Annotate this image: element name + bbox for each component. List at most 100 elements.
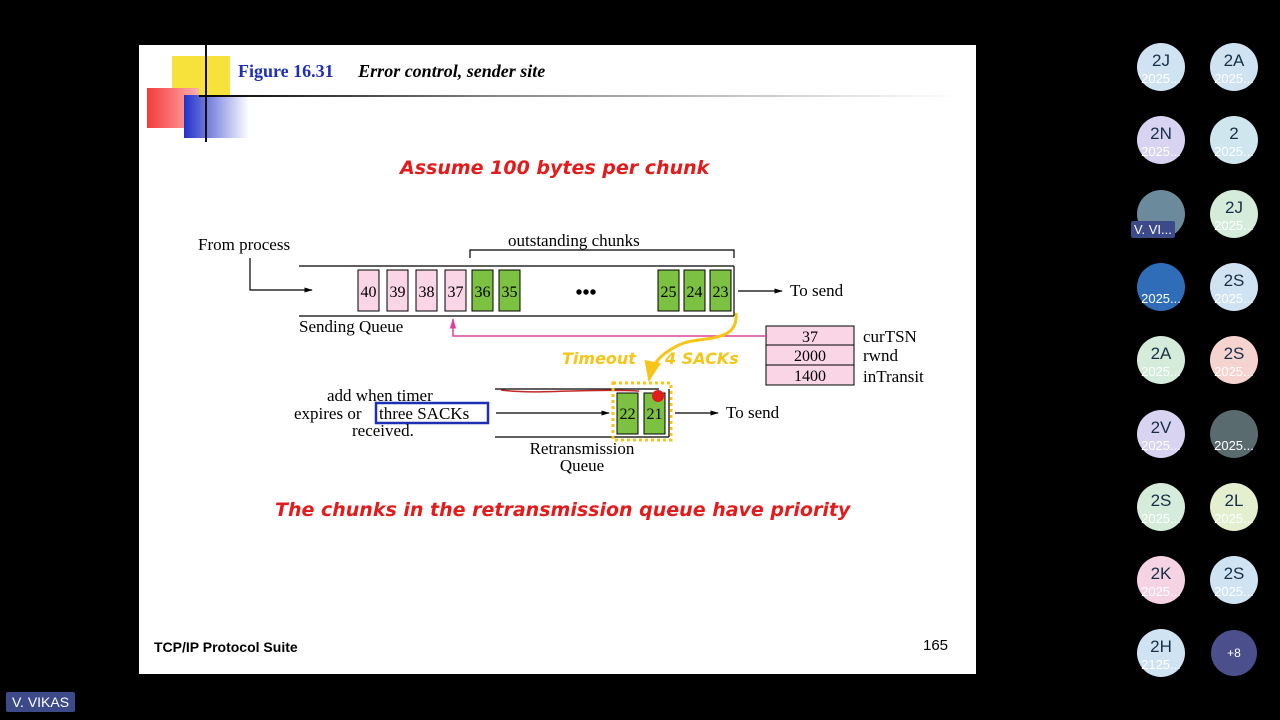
chunk-35-label: 35 [502,284,518,301]
participant-name: 2025... [1214,584,1254,599]
rwnd-name: rwnd [863,346,898,365]
participant-tile[interactable]: 2025... [1137,263,1185,311]
chunks-ellipsis: ••• [575,282,596,304]
footer-title: TCP/IP Protocol Suite [154,639,298,655]
to-send-bottom-label: To send [726,403,780,422]
participant-initials: 2H [1150,637,1172,656]
chunk-23-label: 23 [713,284,729,301]
participant-tile[interactable]: 2025... [1210,410,1258,458]
add-when-line2: expires or [294,404,362,423]
curtsn-name: curTSN [863,327,917,346]
participant-name: 2025... [1214,218,1254,233]
presentation-slide: Figure 16.31 Error control, sender site … [139,45,976,674]
retrans-queue-label-1: Retransmission [530,439,635,458]
participant-name: 2025... [1141,438,1181,453]
from-process-label: From process [198,235,290,254]
timeout-label: Timeout [562,349,636,368]
participant-initials: 2J [1152,51,1170,70]
participant-initials: 2K [1150,564,1172,583]
chunk-38-label: 38 [419,284,435,301]
sending-queue-label: Sending Queue [299,317,403,336]
chunk-35 [498,269,521,312]
outstanding-chunks-right: 25 24 23 [657,269,732,312]
participant-initials: 2S [1223,344,1245,363]
participant-name: 2025... [1141,364,1181,379]
participant-name: 2025... [1141,291,1181,306]
retransmit-curve [644,312,738,383]
participant-initials: 2S [1150,491,1172,510]
participant-name: 2025... [1214,291,1254,306]
curtsn-pointer-arrow [449,317,766,337]
more-participants-button[interactable]: +8 [1211,630,1257,676]
chunk-36-label: 36 [475,284,491,301]
participant-name: 2025... [1141,71,1181,86]
chunk-38 [415,269,438,312]
chunk-24-label: 24 [687,284,703,301]
participant-initials: 2V [1150,418,1172,437]
participant-name: 2025... [1141,511,1181,526]
add-when-line3: received. [352,421,414,440]
to-send-top-label: To send [790,281,844,300]
intransit-value: 1400 [794,368,826,385]
priority-note: The chunks in the retransmission queue h… [275,499,851,521]
participant-name: 2025... [1141,584,1181,599]
chunk-25 [657,269,680,312]
chunk-37 [444,269,467,312]
outstanding-bracket [469,249,735,258]
participant-name: 2025... [1214,144,1254,159]
active-speaker-label: V. VIKAS [6,692,76,712]
figure-number: Figure 16.31 [238,61,334,81]
add-when-line1: add when timer [327,386,433,405]
from-process-arrow [249,258,313,293]
chunk-39 [386,269,409,312]
retrans-highlight [611,381,673,442]
participant-initials: 2S [1223,271,1245,290]
chunk-21-label: 21 [647,406,663,423]
participant-name: V. VI... [1131,221,1175,238]
participant-initials: 2A [1150,344,1172,363]
handwritten-annotation [500,389,640,393]
participant-name: 2025... [1214,364,1254,379]
chunk-37-label: 37 [448,284,464,301]
assumption-note: Assume 100 bytes per chunk [400,157,710,179]
pointer-dot [652,390,664,402]
outstanding-label: outstanding chunks [508,231,640,250]
three-sacks-box [374,401,490,425]
participant-initials: 2N [1150,124,1172,143]
chunk-39-label: 39 [390,284,406,301]
slide-decoration-blue [184,95,249,138]
retrans-queue-label-2: Queue [560,456,604,475]
three-sacks-label: three SACKs [379,404,469,423]
participant-tile[interactable]: V. VI... [1131,190,1185,238]
chunk-36 [471,269,494,312]
participant-name: 2025... [1214,511,1254,526]
intransit-name: inTransit [863,367,924,386]
rwnd-value: 2000 [794,348,826,365]
participant-initials: 2 [1229,124,1239,143]
participant-initials: 2J [1225,198,1243,217]
page-number: 165 [923,637,949,654]
participant-name: 2025... [1141,144,1181,159]
chunk-24 [683,269,706,312]
title-underline [199,95,959,97]
chunk-25-label: 25 [661,284,677,301]
figure-title: Figure 16.31 Error control, sender site [238,61,545,82]
chunk-40 [357,269,380,312]
participant-name: 2025... [1214,71,1254,86]
pending-chunks: 40 39 38 37 [357,269,467,312]
curtsn-value: 37 [802,329,818,346]
